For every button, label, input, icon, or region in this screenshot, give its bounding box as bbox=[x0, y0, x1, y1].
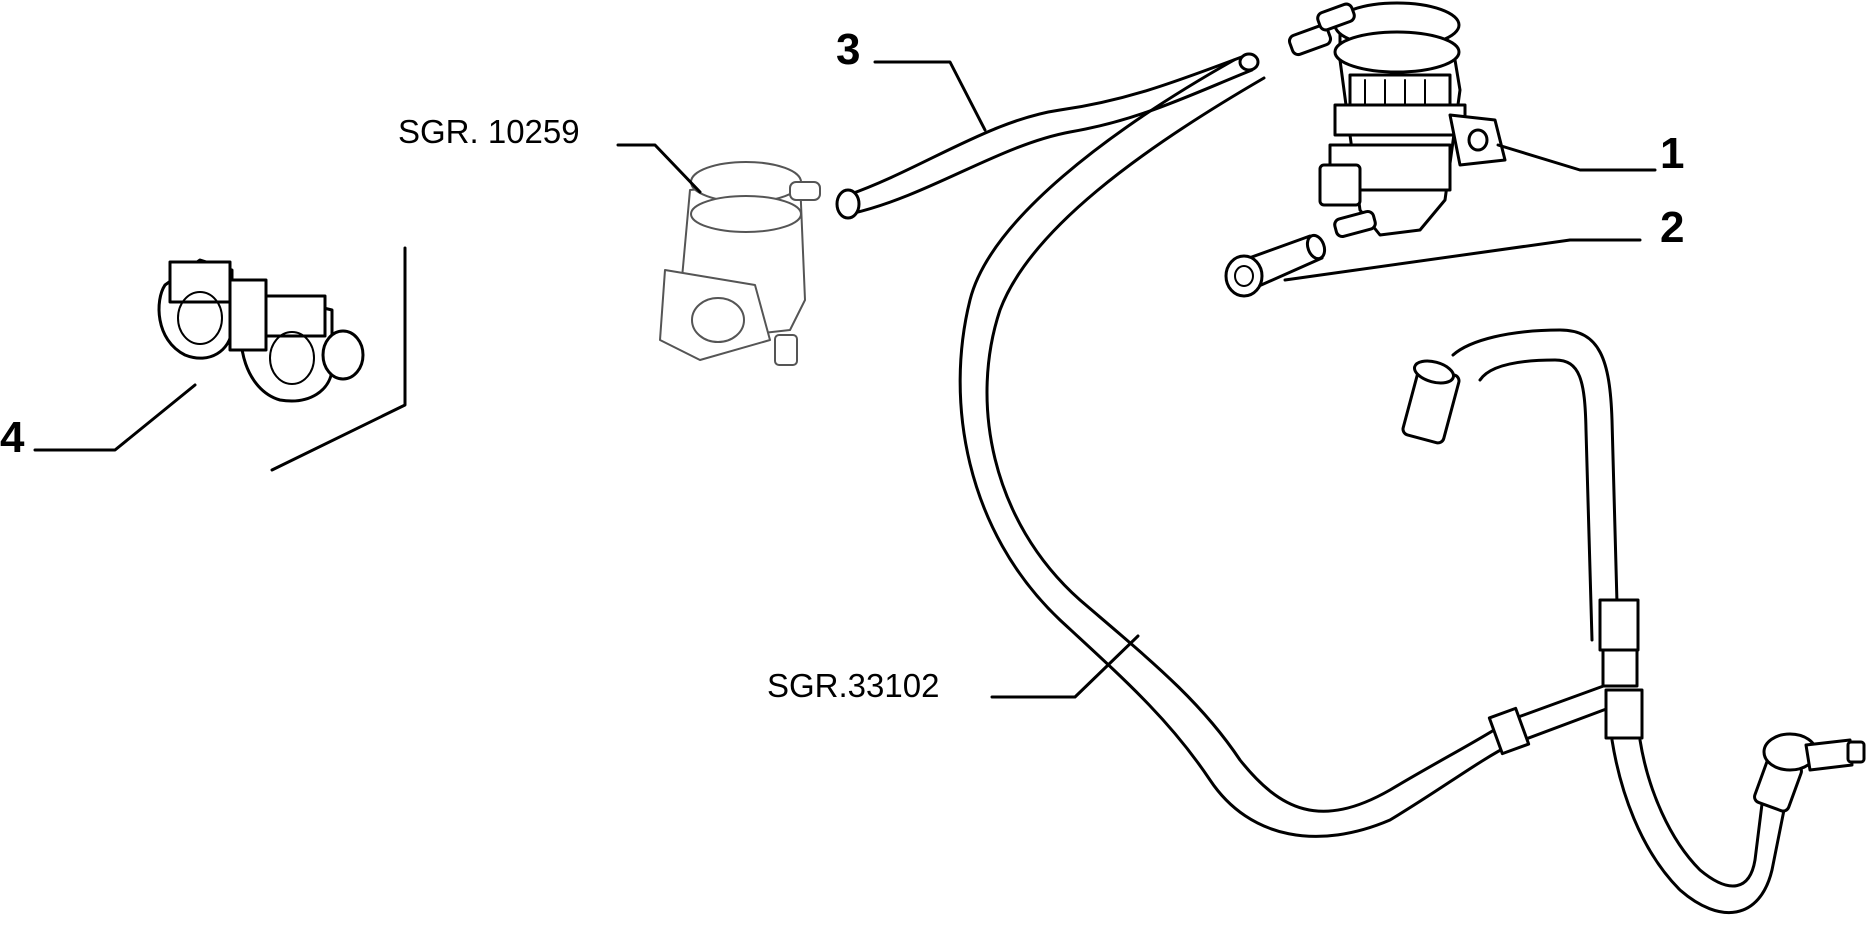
leader-line-sgr-33102 bbox=[990, 634, 1140, 699]
leader-line-sgr-10259 bbox=[616, 143, 702, 194]
part-1-solenoid-valve bbox=[1287, 1, 1507, 239]
reference-sgr-10259: SGR. 10259 bbox=[398, 113, 580, 150]
leader-line-1 bbox=[1496, 143, 1657, 172]
callout-1: 1 bbox=[1660, 129, 1684, 178]
part-2-bolt bbox=[1224, 233, 1327, 298]
reference-sgr-33102: SGR.33102 bbox=[767, 667, 939, 704]
leader-line-4 bbox=[33, 383, 197, 452]
part-3-short-hose bbox=[835, 52, 1260, 220]
leader-line-2 bbox=[1283, 238, 1642, 282]
pressure-valve-sgr-10259 bbox=[659, 161, 821, 366]
callout-4: 4 bbox=[0, 413, 25, 462]
long-vacuum-hose bbox=[958, 58, 1866, 914]
leader-line-3 bbox=[873, 60, 987, 132]
callout-3: 3 bbox=[836, 25, 860, 74]
clip-bracket-line bbox=[270, 246, 407, 472]
part-4-pipe-clip bbox=[157, 258, 365, 403]
callout-2: 2 bbox=[1660, 203, 1684, 252]
